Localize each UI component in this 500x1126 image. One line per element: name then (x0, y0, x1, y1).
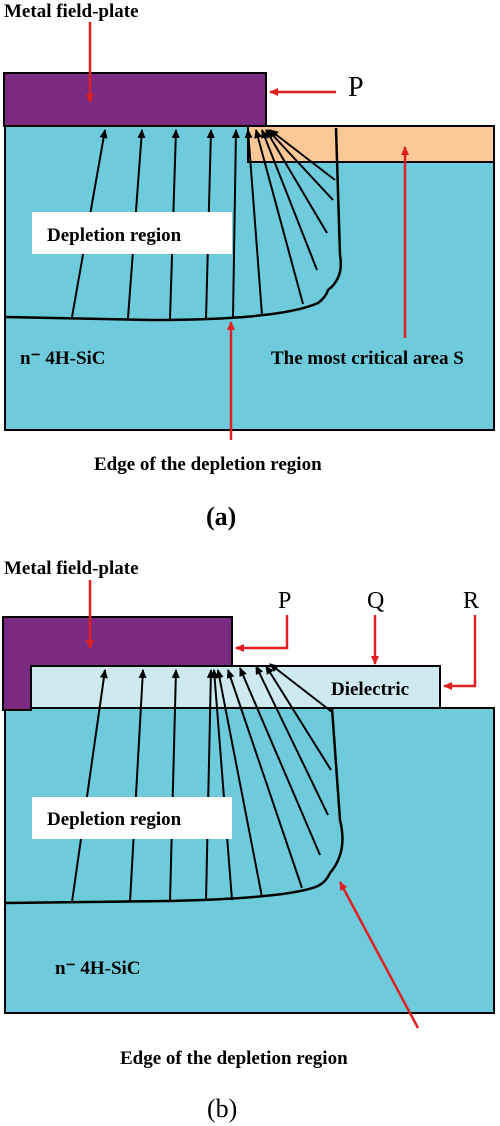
field-line (210, 669, 233, 901)
substrate-a (4, 125, 495, 431)
substrate-label-b: n⁻ 4H-SiC (55, 958, 141, 979)
panel-b: Metal field-plate P Q R Dielectric Deple… (2, 558, 495, 1123)
field-line (255, 665, 329, 816)
depletion-edge-a (4, 127, 342, 322)
field-line (129, 669, 147, 903)
metal-field-plate-label-a: Metal field-plate (4, 1, 139, 22)
critical-area-label-a: The most critical area S (271, 348, 464, 369)
depletion-label-box-b (32, 797, 232, 839)
field-line (269, 129, 336, 181)
p-pointer-arrow-b (235, 615, 289, 652)
field-line (265, 665, 332, 771)
edge-label-b: Edge of the depletion region (120, 1048, 348, 1069)
caption-a: (a) (206, 502, 236, 531)
field-line (269, 663, 333, 713)
p-label-a: P (348, 72, 364, 103)
r-pointer-arrow-b (443, 615, 477, 690)
field-line (261, 129, 318, 271)
edge-label-a: Edge of the depletion region (94, 454, 322, 475)
dielectric-label-b: Dielectric (331, 679, 409, 700)
caption-b: (b) (207, 1094, 237, 1123)
r-label-b: R (463, 588, 479, 614)
metal-field-plate-label-b: Metal field-plate (4, 558, 139, 579)
field-line (215, 669, 263, 898)
depletion-region-label-a: Depletion region (47, 225, 182, 246)
field-line (71, 669, 108, 903)
p-label-b: P (278, 588, 291, 614)
field-lines-b (71, 663, 333, 903)
dielectric-b (29, 665, 441, 709)
field-line (267, 129, 334, 201)
metal-field-plate-a (3, 72, 267, 127)
depletion-edge-b (4, 707, 344, 905)
field-line (254, 129, 304, 305)
panel-a: Metal field-plate P Depletion region n⁻ … (3, 1, 495, 531)
depletion-region-label-b: Depletion region (47, 809, 182, 830)
field-line (239, 667, 321, 856)
field-line (231, 129, 240, 319)
metal-field-plate-b (2, 616, 233, 711)
p-region-a (247, 125, 495, 163)
field-lines-a (71, 129, 336, 320)
substrate-label-a: n⁻ 4H-SiC (20, 348, 106, 369)
field-line (205, 669, 215, 902)
field-line (265, 129, 328, 234)
field-line (169, 669, 180, 903)
edge-pointer-arrow-b (338, 881, 420, 1029)
q-label-b: Q (367, 588, 384, 614)
field-line (226, 669, 303, 889)
substrate-b (4, 707, 495, 1014)
depletion-label-box-a (32, 212, 232, 254)
field-line (244, 129, 263, 316)
